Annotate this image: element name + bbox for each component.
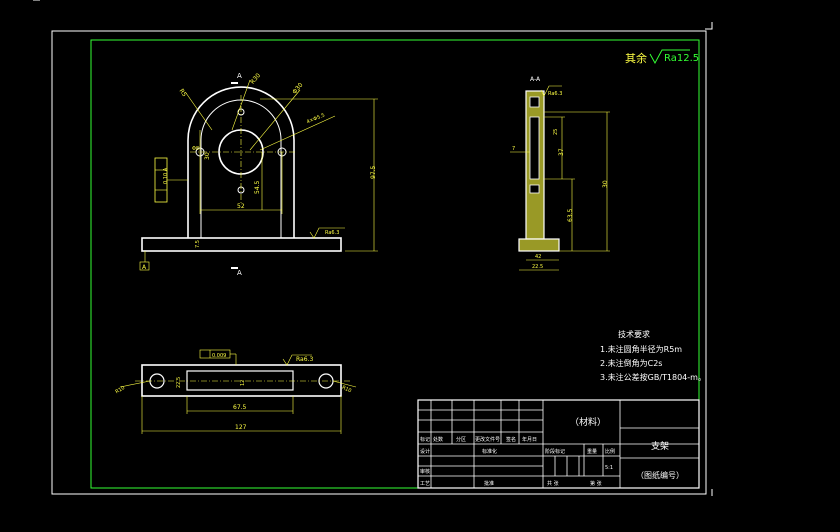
material-label: （材料） (570, 416, 606, 428)
tech-item-1: 1.未注圆角半径为R5m (600, 344, 682, 354)
inner-border (90, 39, 700, 489)
title-block (417, 399, 700, 489)
row-label-3: 分区 (456, 436, 466, 443)
sheet-number: 第 张 (590, 480, 602, 487)
top-dim-22-5: 22.5 (176, 377, 182, 388)
outer-border (51, 30, 707, 495)
tech-title: 技术要求 (618, 329, 650, 339)
approve-label: 批准 (484, 480, 494, 487)
sec-dim-63-5: 63.5 (567, 208, 574, 222)
sec-dim-30: 30 (602, 180, 609, 188)
top-dim-r10-left: R10 (115, 385, 127, 395)
dim-52: 52 (237, 203, 245, 210)
general-roughness-note: 其余 Ra12.5 (625, 49, 699, 65)
part-name: 支架 (651, 440, 669, 452)
scale-value: 5:1 (605, 465, 613, 471)
row-label-5: 签名 (506, 436, 516, 443)
front-roughness: Ra6.3 (325, 230, 339, 236)
corner-mark-tr (705, 22, 713, 30)
dim-r5: R5 (178, 88, 188, 99)
tolerance-frame: 0.10 A (163, 167, 169, 184)
dim-30: 30 (204, 152, 211, 160)
scale-label: 比例 (605, 448, 615, 455)
tech-item-2: 2.未注倒角为C2s (600, 358, 662, 368)
row-label-2: 处数 (433, 436, 443, 443)
title-block-text: （材料） 支架 （图纸编号） 标记 处数 分区 更改文件号 签名 年月日 设计 … (420, 416, 684, 487)
standard-label: 标准化 (482, 448, 497, 455)
sec-dim-25: 25 (553, 129, 559, 135)
top-roughness: Ra6.3 (296, 356, 313, 363)
design-label: 设计 (420, 448, 430, 455)
roughness-value: Ra12.5 (664, 53, 699, 64)
top-dim-127: 127 (235, 424, 247, 431)
top-view: 67.5 127 22.5 12 R10 R10 0.009 Ra6.3 (115, 349, 357, 434)
sheets-total: 共 张 (547, 480, 559, 487)
process-label: 工艺 (420, 481, 430, 487)
top-dim-12: 12 (240, 380, 246, 386)
tech-item-3: 3.未注公差按GB/T1804-m。 (600, 372, 706, 382)
dim-phi30: Φ30 (291, 82, 304, 96)
section-view: A-A 30 63.5 37 25 7 42 22.5 Ra6.3 (510, 76, 610, 271)
section-title: A-A (530, 76, 541, 83)
check-label: 审核 (420, 468, 430, 475)
dim-7-5: 7.5 (195, 240, 201, 248)
dim-97-5: 97.5 (370, 165, 377, 179)
drawing-number: （图纸编号） (636, 470, 684, 480)
stage-mark-label: 阶段标记 (545, 448, 565, 455)
row-label-6: 年月日 (522, 436, 537, 443)
sec-dim-22-5: 22.5 (532, 264, 543, 270)
dim-holes: 4×Φ5.5 (306, 113, 326, 126)
roughness-label: 其余 (625, 51, 647, 65)
front-view: 52 54.5 30 97.5 7.5 R5 R30 Φ30 4×Φ5.5 Φ8… (139, 72, 378, 277)
sec-dim-7: 7 (512, 146, 515, 152)
tech-requirements: 技术要求 1.未注圆角半径为R5m 2.未注倒角为C2s 3.未注公差按GB/T… (600, 329, 706, 382)
sec-dim-42: 42 (535, 254, 541, 260)
dim-phi8: Φ8 (192, 146, 199, 152)
top-tolerance: 0.009 (212, 353, 226, 359)
section-mark-bottom: A (237, 269, 242, 277)
row-label-4: 更改文件号 (475, 436, 500, 443)
row-label-1: 标记 (420, 436, 430, 443)
section-mark-top: A (237, 72, 242, 80)
datum-a: A (142, 264, 147, 271)
dim-54-5: 54.5 (254, 180, 261, 194)
top-dim-r10-right: R10 (341, 385, 352, 395)
dim-r30: R30 (249, 72, 262, 86)
sec-dim-37: 37 (558, 148, 565, 156)
weight-label: 重量 (587, 448, 597, 455)
top-dim-67-5: 67.5 (233, 404, 247, 411)
sec-roughness: Ra6.3 (548, 91, 562, 97)
